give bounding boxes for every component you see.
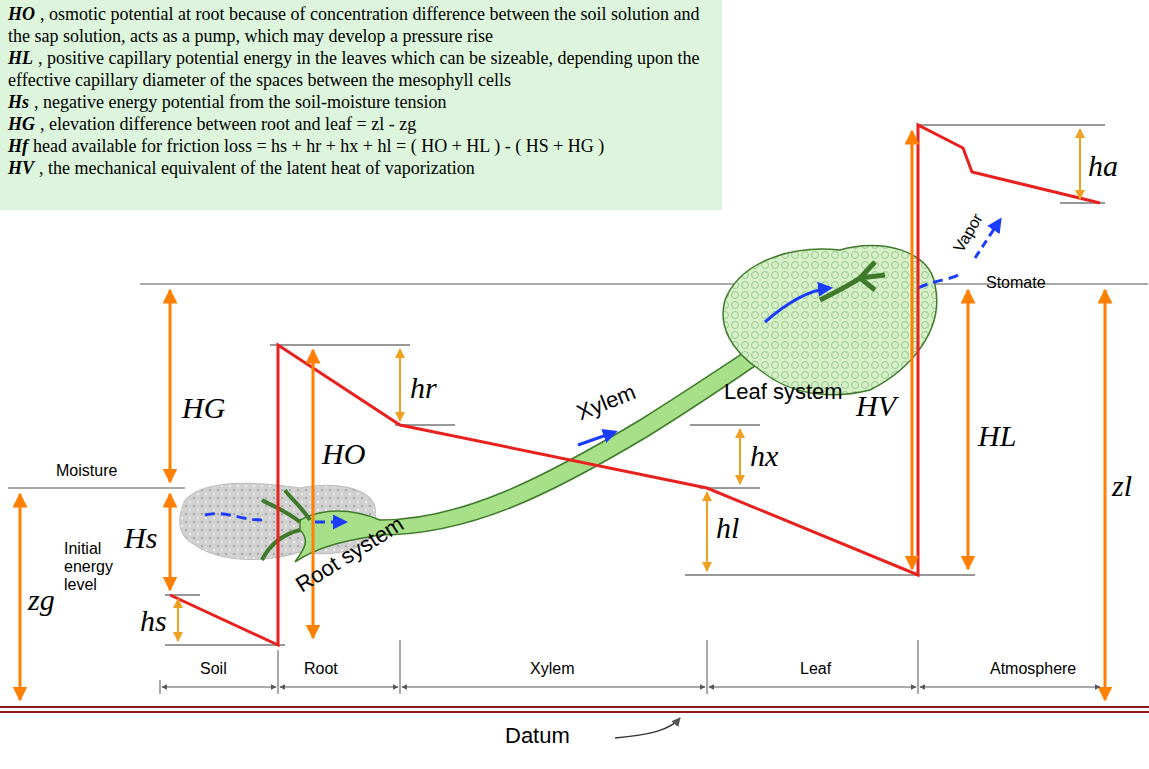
definition-text: , elevation difference between root and … <box>40 114 416 134</box>
definition-text: , positive capillary potential energy in… <box>8 48 699 90</box>
level-label: Moisture <box>56 462 117 480</box>
part-label: Stomate <box>986 274 1046 292</box>
dimension-label: HL <box>978 420 1016 452</box>
dimension-label: ha <box>1088 150 1118 182</box>
definition-text: head available for friction loss = hs + … <box>33 136 604 156</box>
definition-text: , osmotic potential at root because of c… <box>8 4 699 46</box>
part-label: Xylem <box>574 380 640 425</box>
zone-label: Atmosphere <box>990 660 1076 678</box>
dimension-label: hx <box>750 440 778 472</box>
definition-text: , negative energy potential from the soi… <box>34 92 447 112</box>
dimension-label: hr <box>410 372 437 404</box>
symbol: HG <box>8 114 35 134</box>
level-label: Initial energy level <box>64 540 126 594</box>
symbol: HV <box>8 158 34 178</box>
definition-line: HL, positive capillary potential energy … <box>8 47 714 91</box>
symbol: Hs <box>8 92 29 112</box>
dimension-label: Hs <box>124 522 157 554</box>
dimension-label: zg <box>28 584 55 616</box>
zone-label: Root <box>304 660 338 678</box>
part-label: Leaf system <box>724 380 843 404</box>
definition-line: HO, osmotic potential at root because of… <box>8 3 714 47</box>
dimension-label: hs <box>140 605 167 637</box>
zone-label: Xylem <box>530 660 574 678</box>
datum-label: Datum <box>505 724 570 748</box>
symbol: HO <box>8 4 35 24</box>
definition-line: Hfhead available for friction loss = hs … <box>8 135 714 157</box>
symbol: HL <box>8 48 33 68</box>
definitions-box: HO, osmotic potential at root because of… <box>0 0 722 210</box>
dimension-label: hl <box>716 512 739 544</box>
dimension-label: HO <box>322 438 365 470</box>
dimension-label: HG <box>182 392 225 424</box>
symbol: Hf <box>8 136 28 156</box>
definition-line: HG, elevation difference between root an… <box>8 113 714 135</box>
flow-label: Vapor <box>950 211 986 256</box>
definition-line: Hs, negative energy potential from the s… <box>8 91 714 113</box>
definition-line: HV, the mechanical equivalent of the lat… <box>8 157 714 179</box>
dimension-label: zl <box>1112 470 1132 502</box>
zone-label: Leaf <box>800 660 831 678</box>
definition-text: , the mechanical equivalent of the laten… <box>39 158 475 178</box>
dimension-label: HV <box>856 390 896 422</box>
zone-label: Soil <box>200 660 227 678</box>
